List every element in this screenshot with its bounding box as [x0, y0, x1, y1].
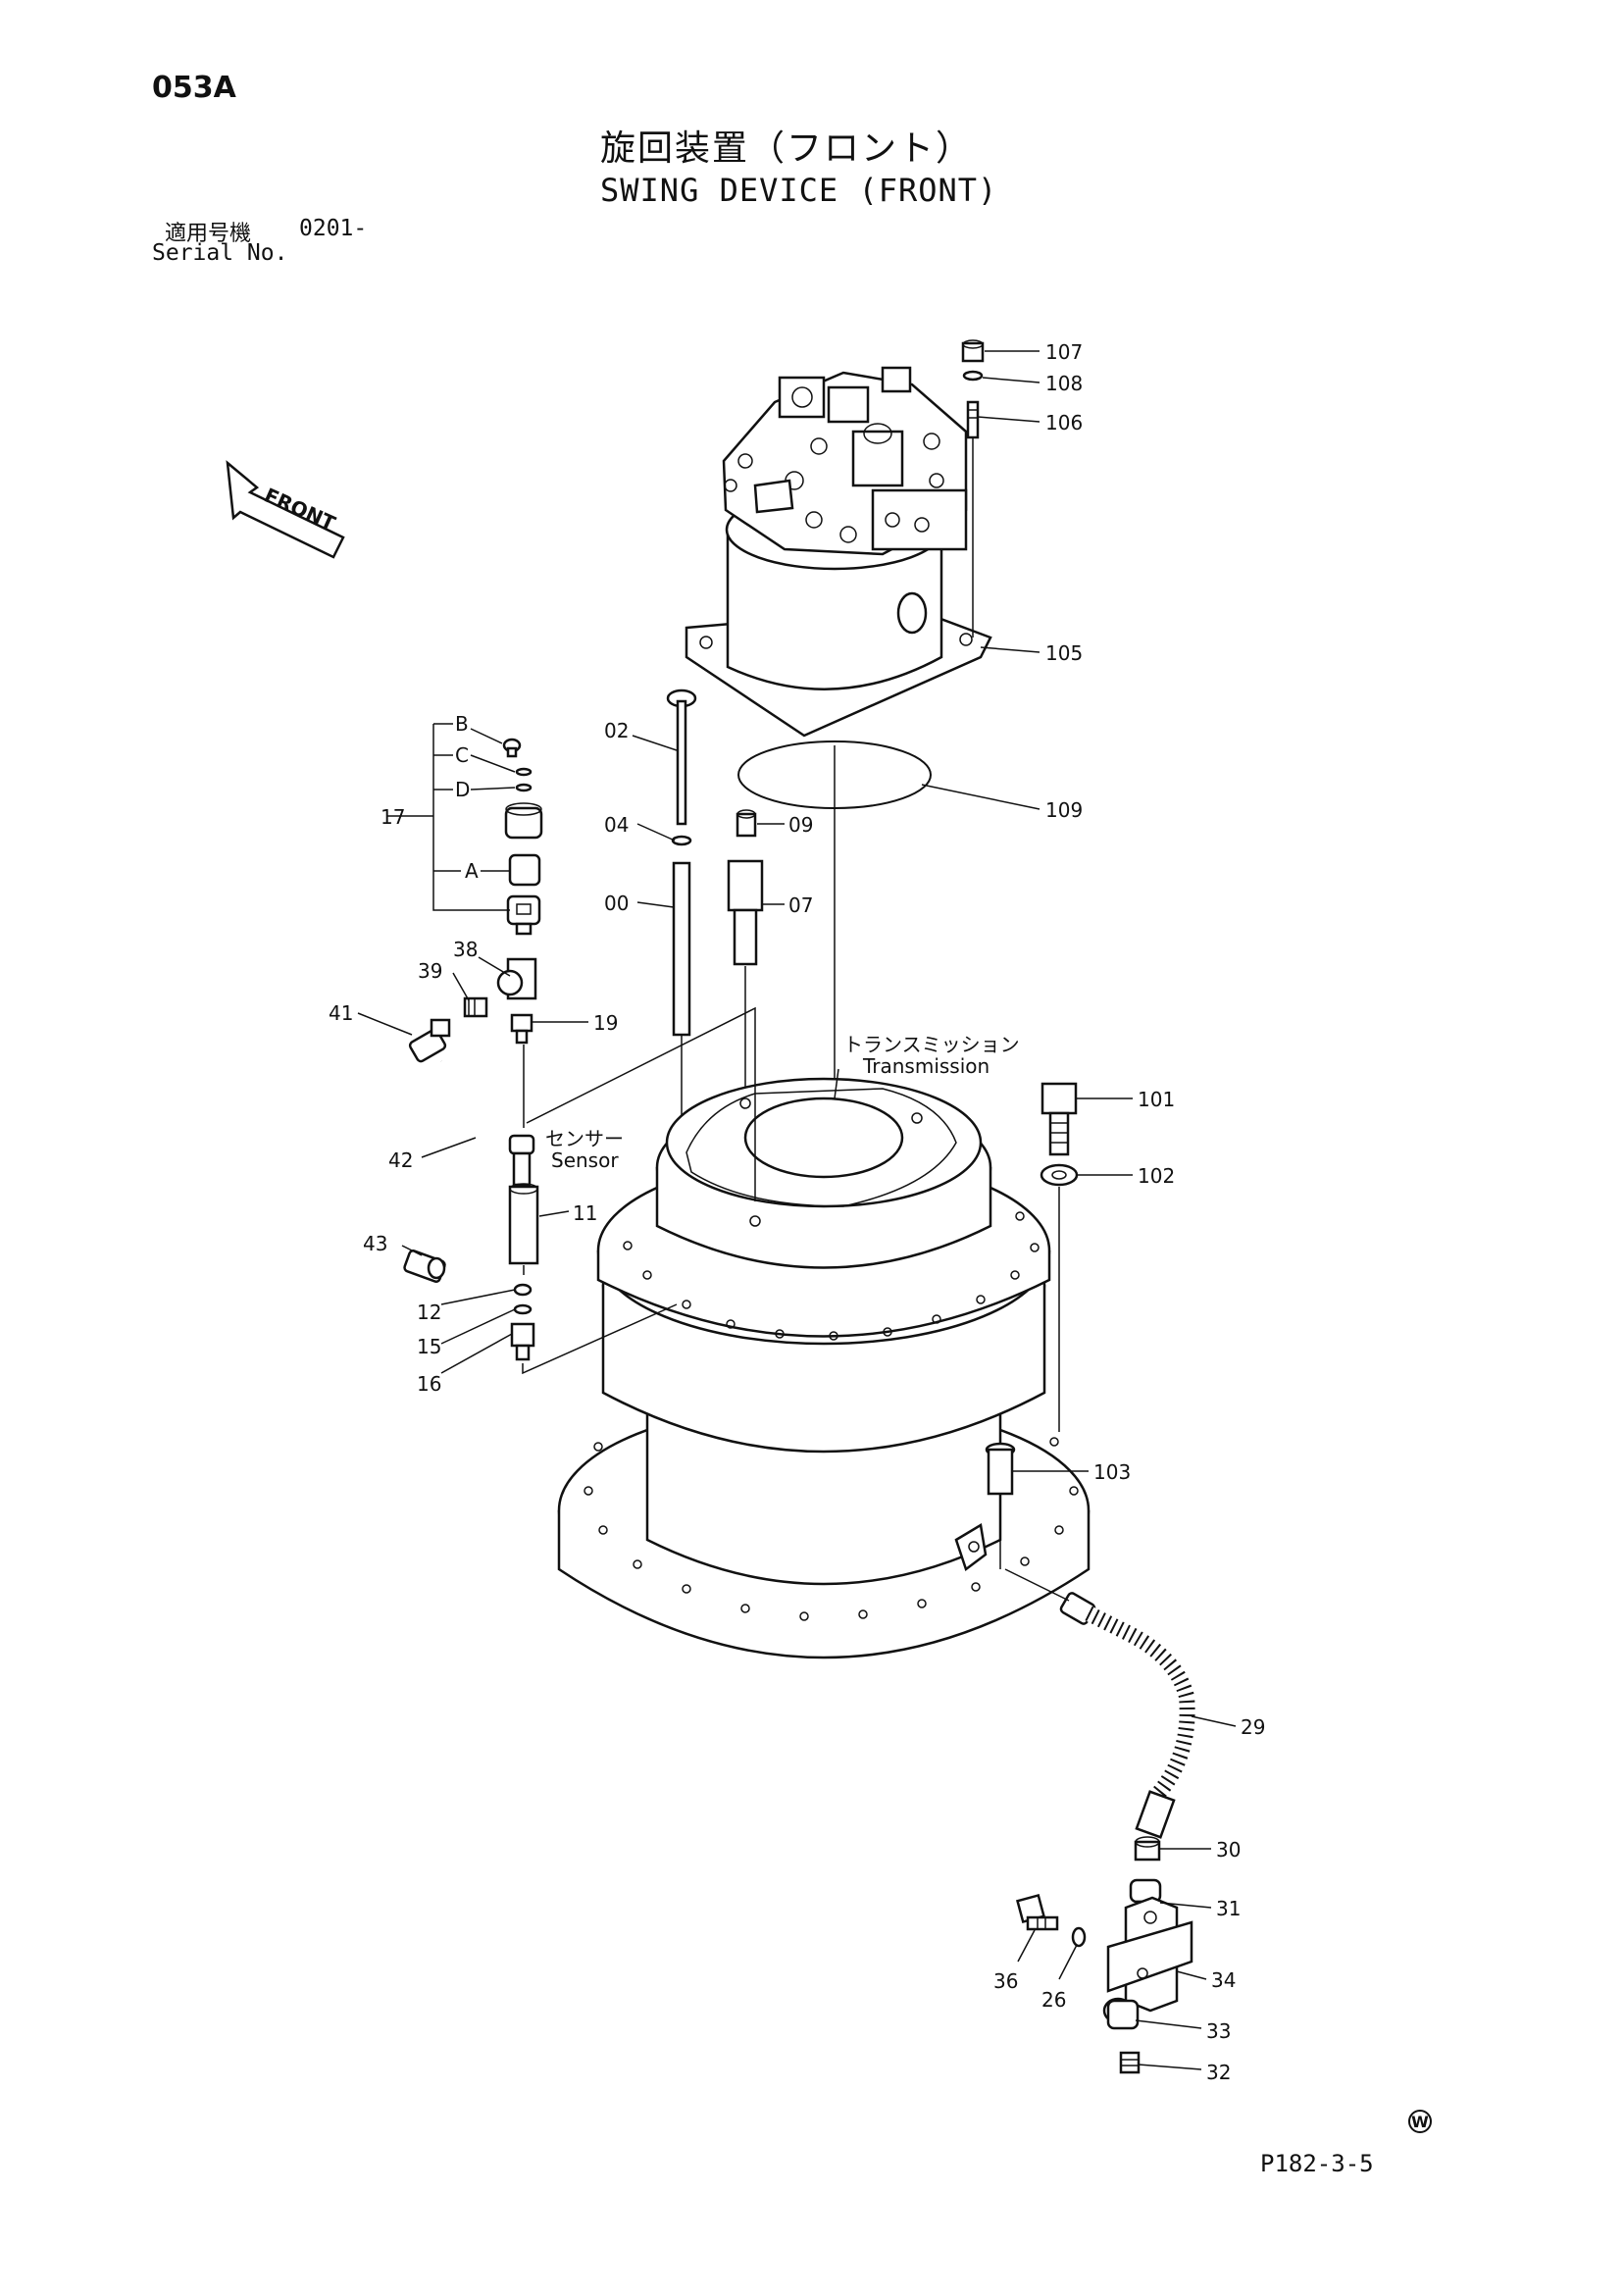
callout-11: 11 — [573, 1201, 597, 1225]
part-108-washer-icon — [962, 370, 984, 382]
transmission-label-ja: トランスミッション — [843, 1033, 1020, 1056]
callout-c: C — [455, 743, 469, 767]
part-32-plug — [1119, 2051, 1141, 2074]
callout-36: 36 — [993, 1969, 1018, 1993]
callout-17: 17 — [381, 805, 405, 829]
callout-00: 00 — [604, 892, 629, 915]
transmission-housing — [557, 1077, 1091, 1659]
part-33-elbow — [1102, 1997, 1140, 2030]
callout-33: 33 — [1206, 2019, 1231, 2043]
part-26-washer — [1071, 1926, 1087, 1948]
part-101-bolt — [1040, 1082, 1078, 1156]
part-39-plug — [463, 996, 488, 1018]
serial-number: 0201- — [299, 216, 368, 241]
callout-107: 107 — [1045, 340, 1083, 364]
callout-02: 02 — [604, 719, 629, 742]
sensor-label-ja: センサー — [545, 1127, 624, 1150]
part-11-sensor — [508, 1134, 539, 1275]
part-106-stud-icon — [966, 400, 980, 439]
part-02-level-gauge — [666, 689, 697, 826]
callout-d: D — [455, 778, 470, 801]
serial-label-en: Serial No. — [152, 240, 288, 266]
part-41-elbow — [408, 1018, 451, 1063]
callout-15: 15 — [417, 1335, 441, 1358]
part-36-bolt — [1015, 1893, 1059, 1931]
callout-12: 12 — [417, 1301, 441, 1324]
callout-105: 105 — [1045, 641, 1083, 665]
callout-106: 106 — [1045, 411, 1083, 434]
part-07-adapter — [727, 859, 764, 1118]
swing-motor-assembly — [685, 366, 992, 738]
callout-b: B — [455, 712, 469, 736]
callout-30: 30 — [1216, 1838, 1241, 1862]
part-19-fitting — [510, 1013, 533, 1045]
part-102-washer — [1040, 1163, 1079, 1187]
part-43-fitting — [403, 1250, 446, 1283]
callout-108: 108 — [1045, 372, 1083, 395]
part-30-adapter — [1134, 1836, 1161, 1862]
w-mark-icon: W — [1408, 2110, 1432, 2133]
part-38-elbow — [496, 957, 537, 1000]
part-107-nut-icon — [961, 339, 985, 363]
callout-29: 29 — [1241, 1715, 1265, 1739]
sensor-label-en: Sensor — [551, 1148, 619, 1172]
callout-04: 04 — [604, 813, 629, 837]
callout-41: 41 — [329, 1001, 353, 1025]
callout-43: 43 — [363, 1232, 387, 1255]
callout-19: 19 — [593, 1011, 618, 1035]
transmission-label-en: Transmission — [862, 1054, 990, 1078]
callout-103: 103 — [1093, 1460, 1131, 1484]
front-arrow-icon: FRONT — [226, 460, 345, 559]
callout-07: 07 — [788, 893, 813, 917]
serial-label-ja: 適用号機 — [165, 222, 252, 246]
page-title-ja: 旋回装置（フロント） — [600, 128, 974, 169]
callout-09: 09 — [788, 813, 813, 837]
part-29-hose — [1004, 1568, 1195, 1839]
callout-102: 102 — [1138, 1164, 1175, 1188]
callout-101: 101 — [1138, 1088, 1175, 1111]
callout-26: 26 — [1041, 1988, 1066, 2012]
part-09-plug — [736, 809, 757, 838]
part-04-o-ring — [671, 835, 692, 846]
callout-34: 34 — [1211, 1968, 1236, 1992]
part-16-adapter — [510, 1322, 535, 1361]
page-title-en: SWING DEVICE (FRONT) — [600, 172, 998, 209]
callout-38: 38 — [453, 938, 478, 961]
part-15-washer — [513, 1303, 533, 1315]
part-34-valve-block — [1106, 1896, 1193, 2013]
callout-16: 16 — [417, 1372, 441, 1396]
callout-42: 42 — [388, 1148, 413, 1172]
callout-109: 109 — [1045, 798, 1083, 822]
callout-a: A — [465, 859, 479, 883]
part-17-sensor-parts — [502, 738, 543, 936]
callout-31: 31 — [1216, 1897, 1241, 1920]
callout-39: 39 — [418, 959, 442, 983]
page-code: 053A — [152, 71, 236, 105]
page-reference: P182-3-5 — [1260, 2150, 1374, 2177]
callout-32: 32 — [1206, 2061, 1231, 2084]
part-12-o-ring — [513, 1283, 533, 1297]
